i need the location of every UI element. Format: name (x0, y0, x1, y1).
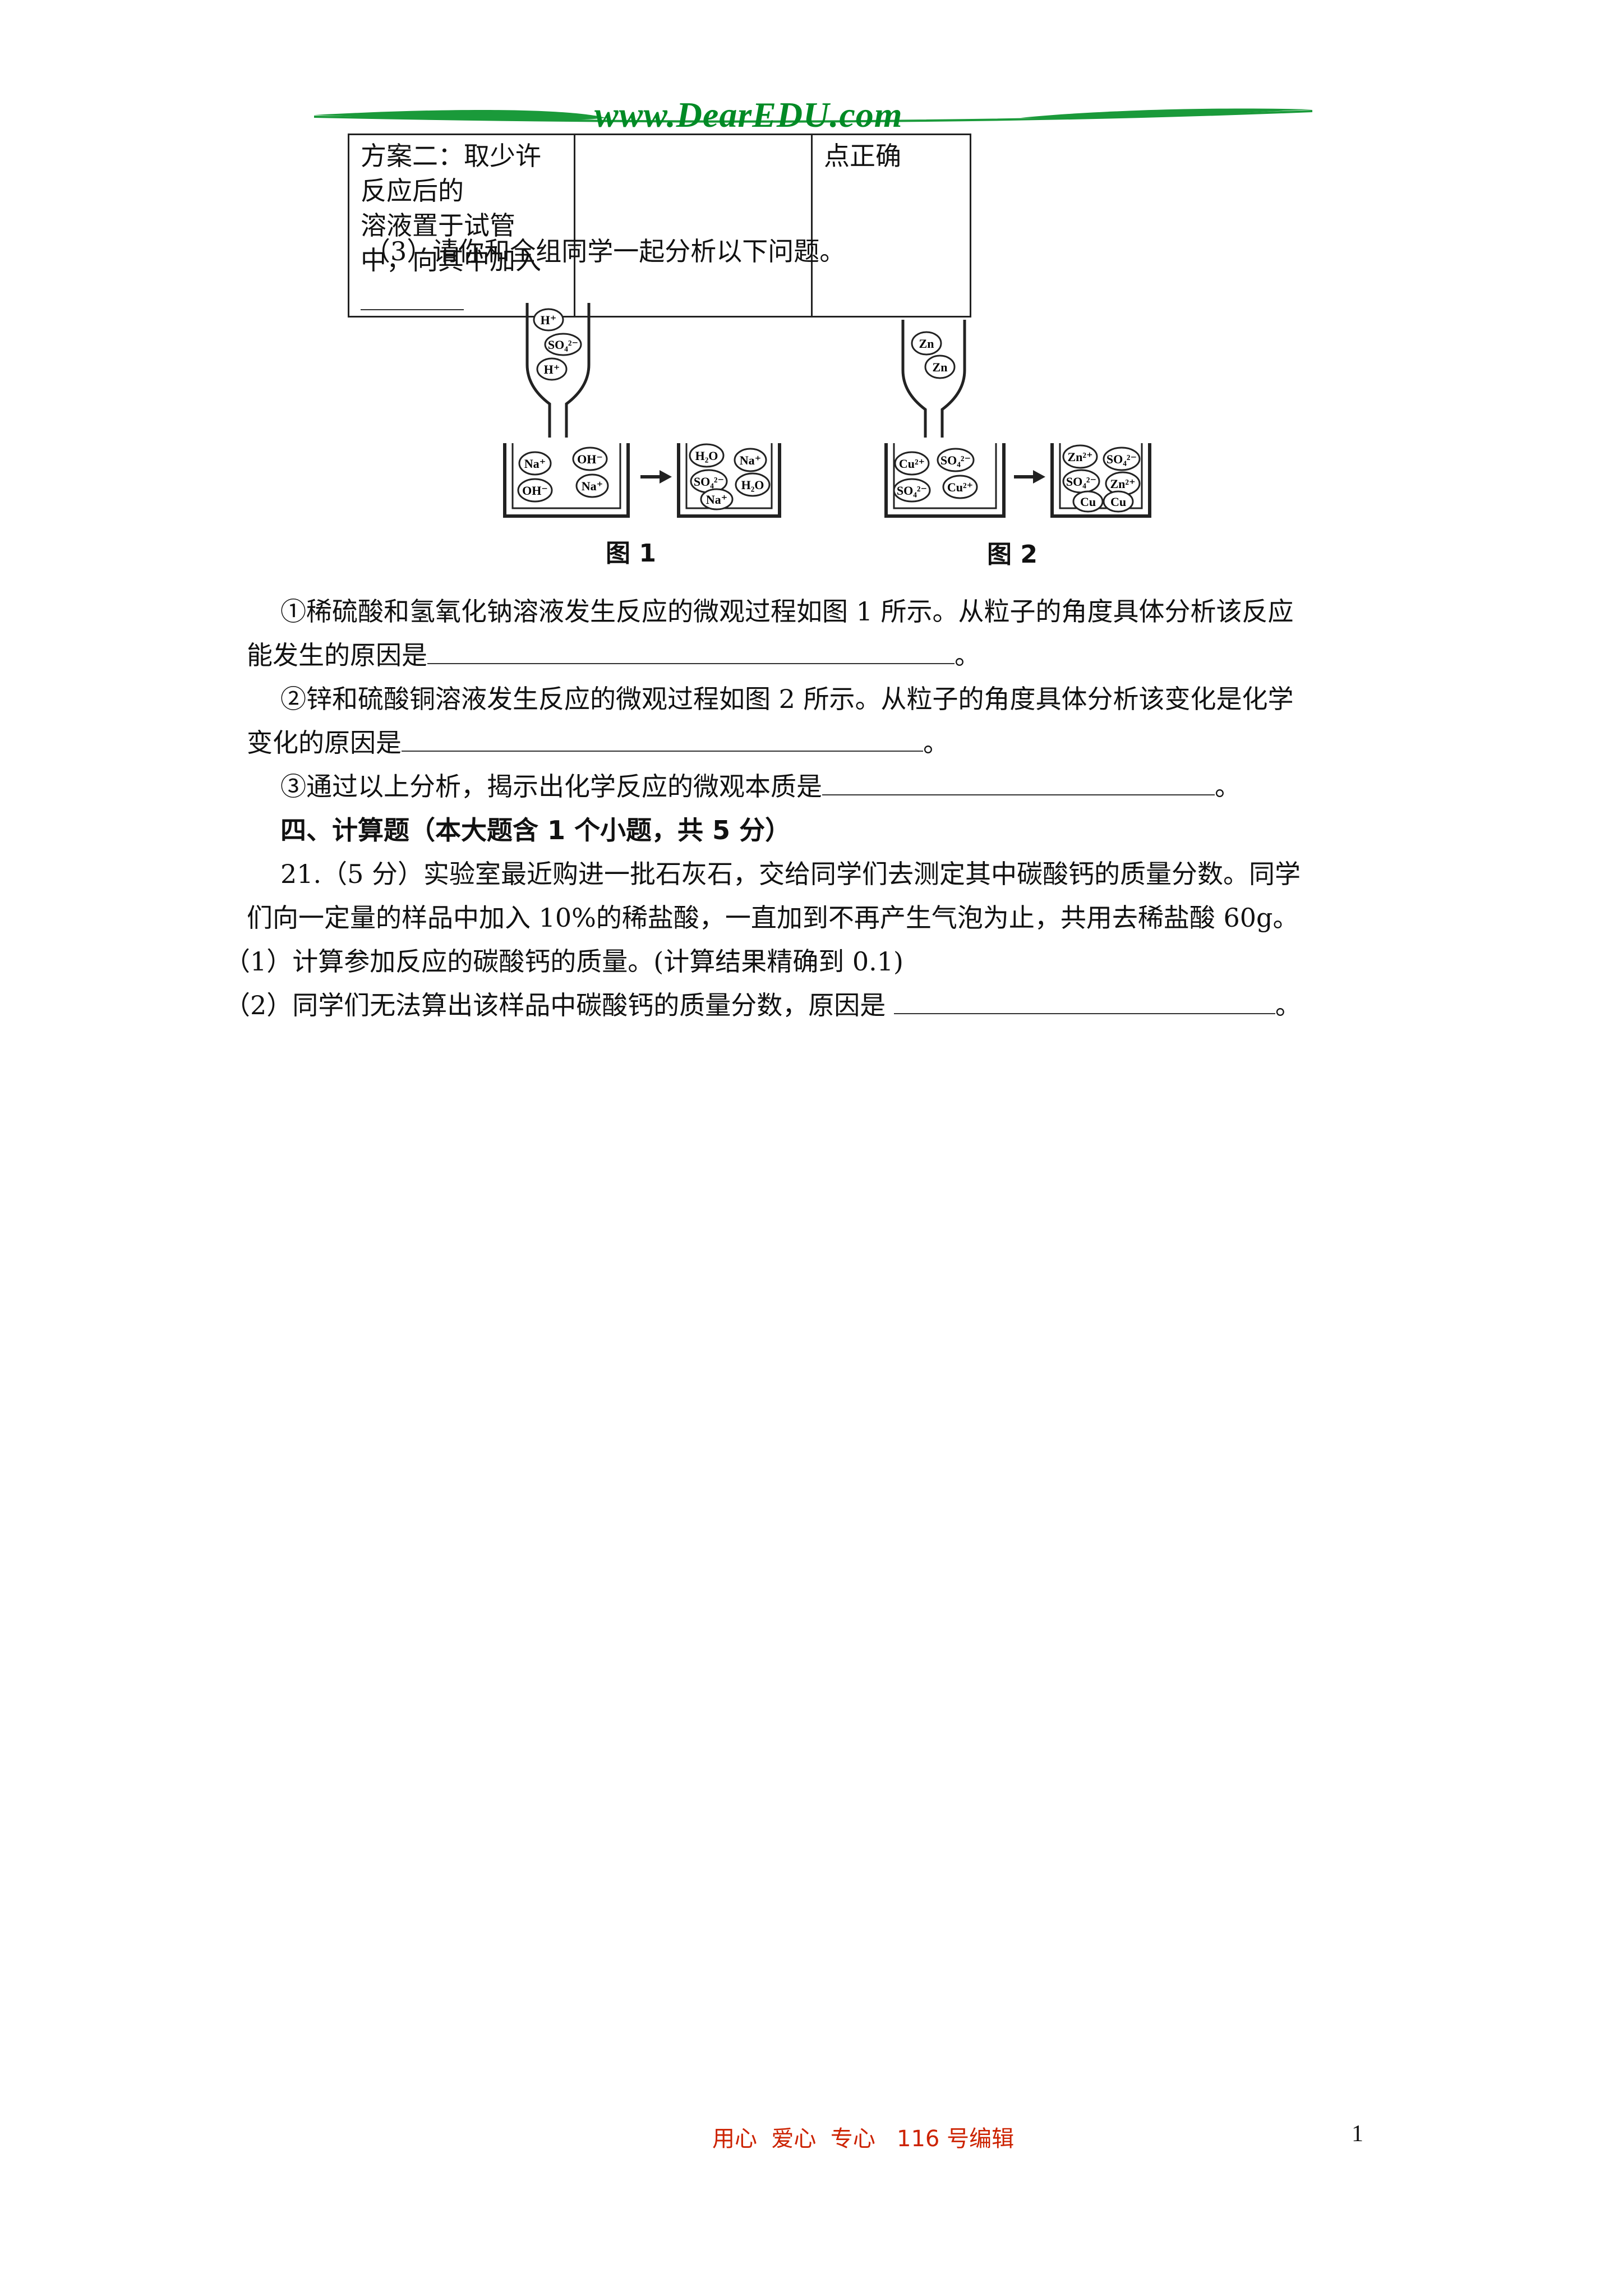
fig1-after-ion-3: SO₄²⁻ (690, 469, 728, 494)
fig1-funnel-ion-1: H⁺ (533, 308, 564, 332)
figure-2-diagram: Zn Zn Cu²⁺ SO₄²⁻ SO₄²⁻ Cu²⁺ Zn²⁺ SO₄²⁻ S… (884, 320, 1151, 518)
svg-text:Na⁺: Na⁺ (706, 493, 728, 507)
fig2-after-ion-6: Cu (1103, 490, 1134, 513)
fig2-after-ion-2: SO₄²⁻ (1103, 447, 1141, 471)
answer-blank-3[interactable] (822, 770, 1215, 795)
q21-sub1: （1）计算参加反应的碳酸钙的质量。(计算结果精确到 0.1) (224, 946, 903, 977)
q3-item1-line1: ①稀硫酸和氢氧化钠溶液发生反应的微观过程如图 1 所示。从粒子的角度具体分析该反… (280, 596, 1294, 627)
answer-blank-4[interactable] (893, 988, 1275, 1014)
fig1-after-ion-1: H₂O (689, 443, 725, 468)
q3-item2-prefix: 变化的原因是 (247, 728, 402, 758)
answer-blank-2[interactable] (402, 726, 923, 752)
answer-blank-1[interactable] (427, 638, 955, 664)
fig1-funnel-ion-3: H⁺ (536, 357, 568, 381)
fig2-after-ion-4: Zn²⁺ (1105, 471, 1141, 496)
svg-text:Cu: Cu (1110, 495, 1126, 509)
fig1-before-ion-1: Na⁺ (518, 451, 552, 476)
svg-text:Zn²⁺: Zn²⁺ (1067, 450, 1092, 464)
section4-title: 四、计算题（本大题含 1 个小题，共 5 分） (280, 815, 791, 845)
svg-text:SO₄²⁻: SO₄²⁻ (1066, 475, 1096, 489)
figure-2-label: 图 2 (987, 540, 1038, 569)
svg-text:H₂O: H₂O (695, 449, 718, 463)
plan-table: 方案二：取少许反应后的 溶液置于试管中，向其中加入________ 点正确 (348, 134, 971, 318)
svg-text:OH⁻: OH⁻ (577, 452, 603, 466)
svg-text:SO₄²⁻: SO₄²⁻ (694, 475, 724, 489)
header-swoosh-icon (313, 108, 1313, 123)
svg-text:SO₄²⁻: SO₄²⁻ (1106, 452, 1137, 466)
q3-item3-end: 。 (1215, 771, 1241, 802)
header-banner: www.DearEDU.com (303, 84, 1324, 140)
figure-1: H⁺ SO₄²⁻ H⁺ Na⁺ OH⁻ OH⁻ Na⁺ H₂O Na⁺ SO₄²… (494, 297, 785, 568)
q3-item1-line2: 能发生的原因是 。 (247, 638, 980, 672)
fig2-after-ion-5: Cu (1072, 490, 1104, 513)
plan-cell-phenomenon (574, 134, 813, 318)
fig2-funnel-ion-2: Zn (924, 355, 956, 379)
fig2-before-ion-2: SO₄²⁻ (937, 448, 975, 472)
q3-item2-line1: ②锌和硫酸铜溶液发生反应的微观过程如图 2 所示。从粒子的角度具体分析该变化是化… (280, 684, 1294, 714)
plan-line-2: 溶液置于试管中，向其中加入________ (361, 210, 541, 310)
fig2-funnel-ion-1: Zn (911, 331, 942, 356)
svg-text:Cu: Cu (1080, 495, 1096, 509)
svg-text:Na⁺: Na⁺ (582, 479, 603, 493)
q21-line2: 们向一定量的样品中加入 10%的稀盐酸，一直加到不再产生气泡为止，共用去稀盐酸 … (247, 903, 1299, 933)
q21-sub2-end: 。 (1275, 990, 1301, 1020)
fig2-after-ion-3: SO₄²⁻ (1062, 469, 1100, 494)
footer-credit: 用心 爱心 专心 116 号编辑 (712, 2126, 1015, 2152)
q3-intro: （3）请你和全组同学一起分析以下问题。 (365, 236, 846, 266)
q3-item3-prefix: ③通过以上分析，揭示出化学反应的微观本质是 (280, 771, 822, 802)
q3-item1-end: 。 (955, 640, 980, 670)
fig1-after-ion-5: Na⁺ (700, 488, 734, 510)
svg-text:Na⁺: Na⁺ (740, 453, 762, 467)
plan-cell-conclusion: 点正确 (811, 134, 971, 318)
fig2-before-ion-3: SO₄²⁻ (893, 478, 931, 503)
q3-item1-prefix: 能发生的原因是 (247, 640, 427, 670)
svg-text:Cu²⁺: Cu²⁺ (947, 480, 973, 494)
fig1-before-ion-2: OH⁻ (572, 447, 608, 471)
svg-text:Zn²⁺: Zn²⁺ (1110, 477, 1135, 491)
site-logo-text: www.DearEDU.com (594, 95, 903, 135)
fig1-after-ion-2: Na⁺ (734, 448, 767, 472)
q21-line1: 21.（5 分）实验室最近购进一批石灰石，交给同学们去测定其中碳酸钙的质量分数。… (280, 859, 1301, 889)
fig1-funnel-ion-2: SO₄²⁻ (544, 333, 582, 356)
fig1-before-ion-3: OH⁻ (517, 478, 553, 503)
figure-1-label: 图 1 (606, 539, 656, 568)
svg-text:OH⁻: OH⁻ (522, 484, 548, 498)
fig2-before-ion-4: Cu²⁺ (942, 475, 978, 499)
fig1-after-ion-4: H₂O (735, 472, 771, 497)
page-number: 1 (1352, 2121, 1363, 2147)
svg-text:Na⁺: Na⁺ (524, 457, 546, 471)
svg-text:H⁺: H⁺ (544, 362, 560, 376)
plan-line-1: 方案二：取少许反应后的 (361, 141, 541, 206)
q21-sub2: （2）同学们无法算出该样品中碳酸钙的质量分数，原因是 。 (224, 988, 1301, 1022)
svg-text:Zn: Zn (919, 337, 934, 351)
figure-1-diagram: H⁺ SO₄²⁻ H⁺ Na⁺ OH⁻ OH⁻ Na⁺ H₂O Na⁺ SO₄²… (503, 303, 781, 518)
svg-text:H₂O: H₂O (741, 478, 764, 492)
q3-item2-line2: 变化的原因是 。 (247, 726, 949, 760)
svg-text:Cu²⁺: Cu²⁺ (899, 457, 925, 471)
fig2-before-ion-1: Cu²⁺ (894, 451, 930, 476)
svg-text:SO₄²⁻: SO₄²⁻ (897, 484, 927, 498)
q3-item3: ③通过以上分析，揭示出化学反应的微观本质是 。 (280, 770, 1241, 803)
fig1-before-ion-4: Na⁺ (575, 473, 609, 498)
svg-text:SO₄²⁻: SO₄²⁻ (548, 338, 578, 352)
svg-text:SO₄²⁻: SO₄²⁻ (940, 453, 971, 467)
svg-text:H⁺: H⁺ (541, 313, 557, 327)
q21-sub2-prefix: （2）同学们无法算出该样品中碳酸钙的质量分数，原因是 (224, 990, 886, 1020)
q3-item2-end: 。 (923, 728, 949, 758)
fig2-after-ion-1: Zn²⁺ (1062, 444, 1098, 469)
figure-2: Zn Zn Cu²⁺ SO₄²⁻ SO₄²⁻ Cu²⁺ Zn²⁺ SO₄²⁻ S… (875, 314, 1155, 569)
svg-text:Zn: Zn (933, 360, 948, 374)
plan-cell-method: 方案二：取少许反应后的 溶液置于试管中，向其中加入________ (348, 134, 575, 318)
